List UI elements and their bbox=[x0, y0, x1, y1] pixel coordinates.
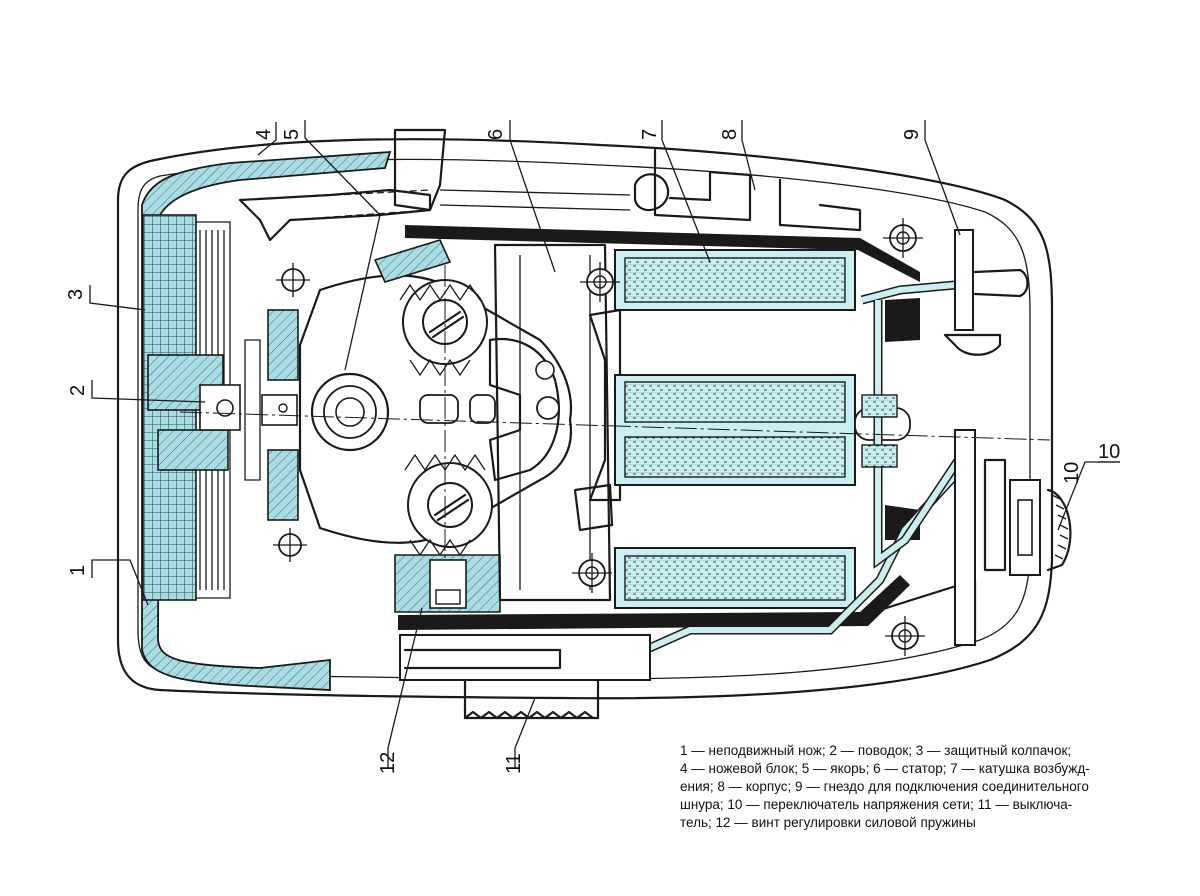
callout-numbers: 1 2 3 4 5 6 7 8 9 10 10 11 12 bbox=[65, 129, 1120, 774]
linkage bbox=[238, 128, 862, 242]
caption-line: ения; 8 — корпус; 9 — гнездо для подключ… bbox=[680, 779, 1089, 794]
callout-11: 11 bbox=[503, 753, 525, 774]
callout-10-rotated: 10 bbox=[1061, 462, 1083, 484]
power-switch bbox=[399, 634, 651, 720]
caption-line: 1 — неподвижный нож; 2 — поводок; 3 — за… bbox=[680, 743, 1072, 758]
voltage-switch bbox=[954, 429, 1072, 646]
callout-8: 8 bbox=[719, 129, 741, 140]
callout-5: 5 bbox=[281, 129, 303, 140]
frame-rails bbox=[398, 225, 920, 630]
lower-screw bbox=[394, 453, 501, 613]
upper-screw bbox=[373, 239, 488, 377]
callout-3: 3 bbox=[65, 289, 87, 300]
connector-socket bbox=[943, 229, 1029, 356]
mount-screw bbox=[883, 218, 923, 258]
callout-7: 7 bbox=[639, 129, 661, 140]
caption-line: тель; 12 — винт регулировки силовой пруж… bbox=[680, 815, 976, 830]
caption-line: шнура; 10 — переключатель напряжения сет… bbox=[680, 797, 1073, 812]
mount-screw bbox=[572, 553, 612, 593]
leader-lines bbox=[89, 120, 1120, 768]
caption-line: 4 — ножевой блок; 5 — якорь; 6 — статор;… bbox=[680, 761, 1090, 776]
power-wires bbox=[643, 280, 977, 655]
callout-6: 6 bbox=[485, 129, 507, 140]
mount-screw bbox=[580, 262, 620, 302]
callout-4: 4 bbox=[253, 129, 275, 140]
callout-10-horizontal: 10 bbox=[1098, 441, 1120, 463]
center-axis bbox=[179, 411, 1051, 441]
mounting-screws bbox=[273, 218, 925, 656]
callout-9: 9 bbox=[901, 129, 923, 140]
callout-2: 2 bbox=[67, 385, 89, 396]
protective-cap bbox=[141, 151, 392, 691]
mount-screw bbox=[273, 528, 307, 562]
excitation-coil bbox=[614, 249, 911, 609]
armature bbox=[298, 274, 573, 544]
callout-1: 1 bbox=[67, 565, 89, 576]
mount-screw bbox=[276, 263, 310, 297]
callout-12: 12 bbox=[377, 752, 399, 774]
figure-caption: 1 — неподвижный нож; 2 — поводок; 3 — за… bbox=[680, 742, 1150, 832]
mount-screw bbox=[885, 616, 925, 656]
